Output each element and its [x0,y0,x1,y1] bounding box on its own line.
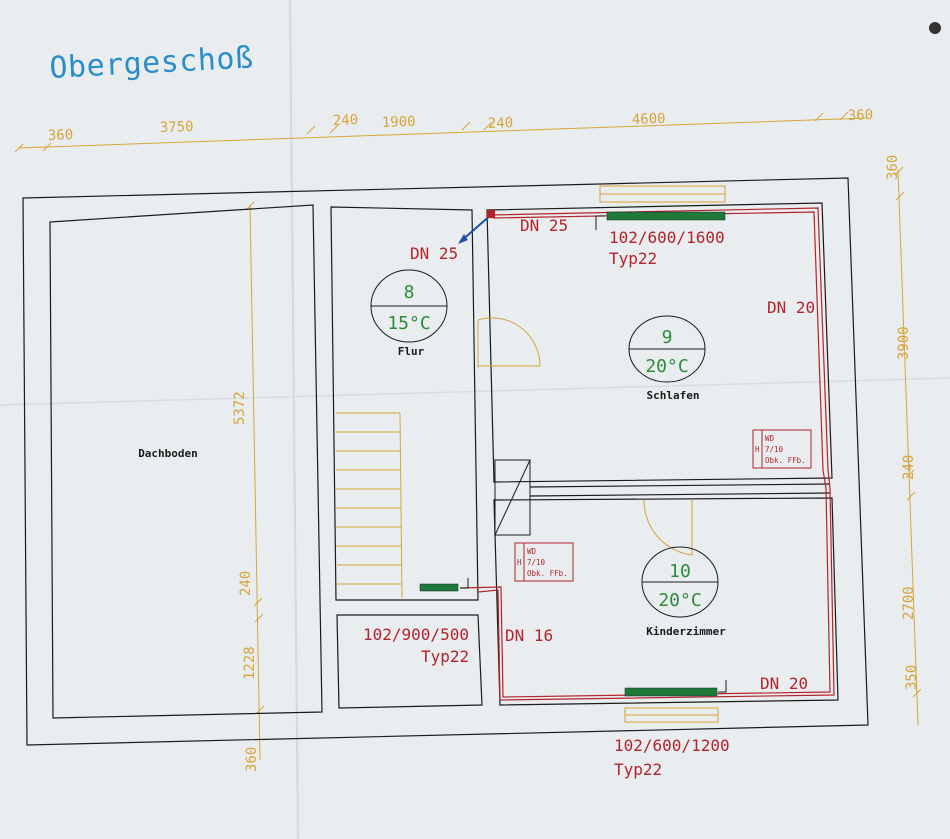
dim-top-1: 360 [48,127,74,144]
window-wd-2: WD [527,547,537,556]
radiator-size-1: 102/600/1600 [609,228,725,247]
dimension-line-left: 5372 240 1228 360 [232,201,265,772]
walls [22,177,869,746]
dim-top-6: 4600 [632,111,666,128]
dim-left-4: 360 [244,747,260,772]
window-h-1: H [755,445,760,454]
room-name-schlafen: Schlafen [647,389,700,402]
room-stamp-schlafen: 9 20°C Schlafen [628,315,706,402]
chimney [494,459,531,536]
radiators [419,211,727,697]
window-size-2: 7/10 [527,558,546,567]
dim-right-2: 3900 [896,326,912,360]
radiator-corridor [419,583,459,592]
room-temp-schlafen: 20°C [645,356,688,377]
pipe-label-dn20-right: DN 20 [767,298,815,317]
radiator-type-2: Typ22 [421,647,469,666]
partition-wall-bottom [529,492,831,497]
dimension-line-right: 360 3900 240 2700 350 [885,155,922,726]
corridor-wall [330,206,479,601]
room-number-schlafen: 9 [662,327,673,348]
room-stamp-flur: 8 15°C Flur [370,269,448,358]
outer-wall [22,177,869,746]
window-detail-schlafen: H WD 7/10 Obk. FFb. [752,429,812,469]
dim-top-4: 1900 [382,114,416,131]
dim-right-4: 2700 [901,586,917,620]
window-top [599,185,726,203]
bedroom-wall [486,202,833,483]
room-temp-kinderzimmer: 20°C [658,590,701,611]
radiator-kids-room [624,687,718,697]
dim-top-3: 240 [333,112,359,129]
room-name-dachboden: Dachboden [138,447,198,460]
paper-fold-vertical [289,0,299,839]
dim-top-2: 3750 [160,119,194,136]
pipe-label-dn20-bottom: DN 20 [760,674,808,693]
dim-right-3: 240 [901,455,917,480]
radiator-type-3: Typ22 [614,760,662,779]
window-level-1: Obk. FFb. [765,456,806,465]
room-stamp-kinderzimmer: 10 20°C Kinderzimmer [641,546,726,638]
pipe-label-dn25-top: DN 25 [520,216,568,235]
radiator-size-3: 102/600/1200 [614,736,730,755]
partition-wall-top [529,483,831,488]
heating-pipes [459,207,835,701]
room-number-kinderzimmer: 10 [669,561,691,582]
pipe-label-dn16: DN 16 [505,626,553,645]
staircase [336,412,403,599]
dim-right-1: 360 [885,155,901,180]
dim-top-5: 240 [488,115,514,132]
room-name-kinderzimmer: Kinderzimmer [646,625,726,638]
pipe-label-dn25-left: DN 25 [410,244,458,263]
dim-left-1: 5372 [232,391,248,425]
dim-right-5: 350 [904,665,920,690]
room-name-flur: Flur [398,345,425,358]
door-bedroom [477,317,541,368]
punch-hole [929,22,941,34]
kids-room-wall [493,497,839,706]
radiator-type-1: Typ22 [609,249,657,268]
window-size-1: 7/10 [765,445,784,454]
window-wd-1: WD [765,434,775,443]
radiator-size-2: 102/900/500 [363,625,469,644]
radiator-bedroom [606,211,726,221]
window-bottom [624,707,719,723]
storage-wall [336,614,483,709]
riser [458,210,495,244]
window-h-2: H [517,558,522,567]
window-level-2: Obk. FFb. [527,569,568,578]
room-number-flur: 8 [404,282,415,303]
door-kids-room [643,499,693,556]
room-temp-flur: 15°C [387,313,430,334]
attic-wall [49,204,323,719]
dim-top-7: 360 [848,107,874,124]
window-detail-kinderzimmer: H WD 7/10 Obk. FFb. [514,542,574,582]
dimension-line-top: 360 3750 240 1900 240 4600 360 [14,107,874,153]
dim-left-2: 240 [238,571,254,596]
dim-left-3: 1228 [242,646,258,680]
